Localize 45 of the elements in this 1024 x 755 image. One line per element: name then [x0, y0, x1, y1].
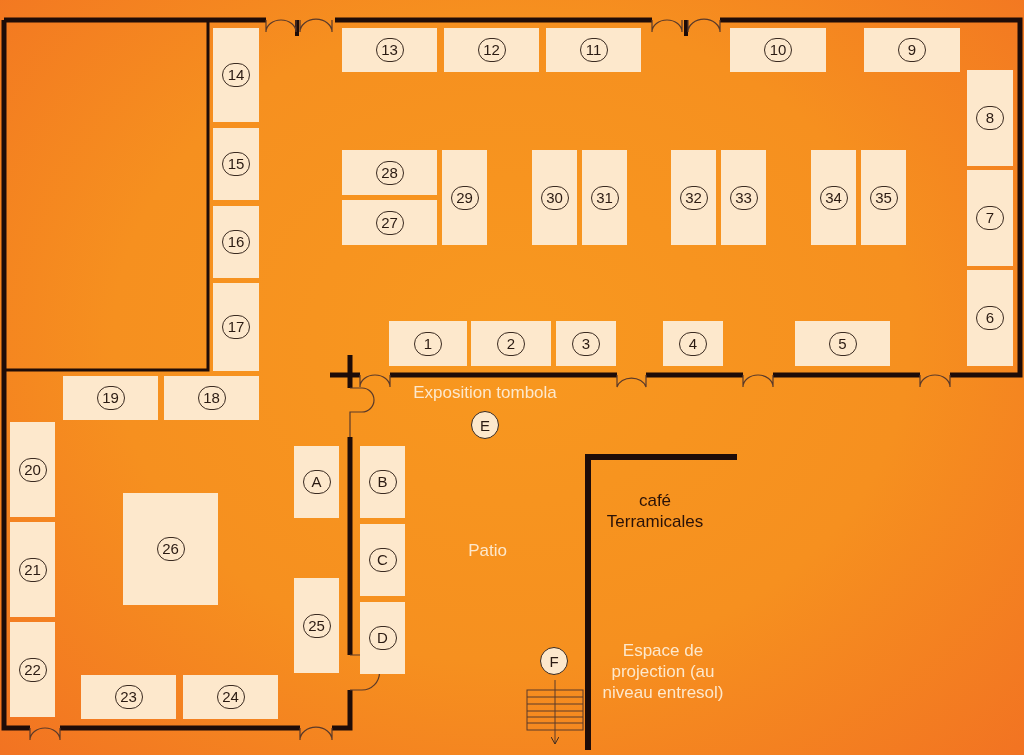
location-marker: E	[471, 411, 499, 439]
booth	[582, 150, 627, 245]
booth	[811, 150, 856, 245]
booth	[213, 206, 259, 278]
booth	[967, 70, 1013, 166]
booth	[164, 376, 259, 420]
room-label: Exposition tombola	[412, 382, 558, 403]
booth	[123, 493, 218, 605]
booth	[360, 446, 405, 518]
booth	[213, 128, 259, 200]
booth	[671, 150, 716, 245]
booth	[294, 578, 339, 673]
booth	[967, 170, 1013, 266]
booth	[546, 28, 641, 72]
booth	[444, 28, 539, 72]
booth	[63, 376, 158, 420]
room-label: café Terramicales	[605, 490, 705, 532]
booth	[10, 422, 55, 517]
booth	[183, 675, 278, 719]
booth	[10, 622, 55, 717]
booth	[721, 150, 766, 245]
booth	[389, 321, 467, 366]
booth	[442, 150, 487, 245]
booth	[81, 675, 176, 719]
booth	[795, 321, 890, 366]
booth	[213, 28, 259, 122]
booth	[864, 28, 960, 72]
booth	[10, 522, 55, 617]
booth	[967, 270, 1013, 366]
location-marker: F	[540, 647, 568, 675]
booth	[342, 28, 437, 72]
booth	[663, 321, 723, 366]
booth	[213, 283, 259, 371]
booth	[360, 602, 405, 674]
room-label: Espace de projection (au niveau entresol)	[601, 640, 725, 703]
booth	[861, 150, 906, 245]
booth	[294, 446, 339, 518]
booth	[342, 150, 437, 195]
booth	[342, 200, 437, 245]
booth	[532, 150, 577, 245]
booth	[471, 321, 551, 366]
room-label: Patio	[467, 540, 508, 561]
booth	[360, 524, 405, 596]
booth	[730, 28, 826, 72]
booth	[556, 321, 616, 366]
